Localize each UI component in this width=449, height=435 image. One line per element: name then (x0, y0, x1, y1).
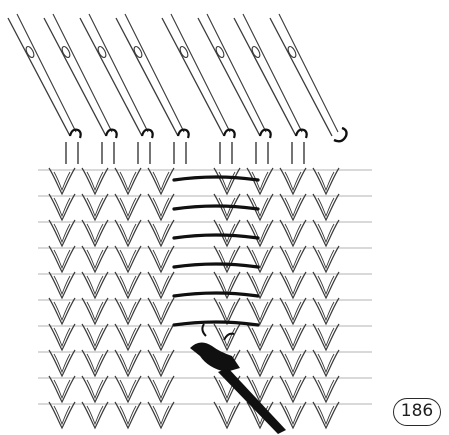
stitch-loop (49, 220, 75, 246)
stitch-loop (82, 168, 108, 194)
stitch-loop (313, 168, 339, 194)
stitch-loop (148, 168, 174, 194)
stitch-loop (82, 402, 108, 428)
stitch-loop (82, 246, 108, 272)
needle (270, 14, 347, 141)
stitch-loop (280, 246, 306, 272)
stitch-loop (148, 246, 174, 272)
stitch-loop (148, 194, 174, 220)
needle (162, 14, 235, 164)
stitch-loop (115, 246, 141, 272)
stitch-loop (148, 350, 174, 376)
stitch-loop (214, 298, 240, 324)
stitch-loop (115, 402, 141, 428)
stitch-loop (280, 402, 306, 428)
stitch-loop (115, 272, 141, 298)
ladder-bar (174, 293, 258, 296)
stitch-loop (148, 324, 174, 350)
stitch-loop (148, 220, 174, 246)
stitch-loop (148, 376, 174, 402)
stitch-loop (148, 298, 174, 324)
stitch-loop (49, 376, 75, 402)
stitch-loop (313, 272, 339, 298)
ladder-bar (174, 235, 258, 238)
stitch-loop (313, 350, 339, 376)
stitch-loop (313, 194, 339, 220)
figure-number-label: 186 (393, 398, 441, 426)
ladder-bar (174, 206, 258, 209)
stitch-loop (49, 272, 75, 298)
dropped-stitch-ladder (174, 177, 258, 325)
stitch-loop (115, 194, 141, 220)
stitch-loop (115, 350, 141, 376)
stitch-loop (214, 220, 240, 246)
stitch-loop (214, 402, 240, 428)
stitch-loop (49, 350, 75, 376)
tool-hook (190, 342, 240, 372)
stitch-loop (313, 324, 339, 350)
stitch-loop (280, 194, 306, 220)
stitch-loop (280, 376, 306, 402)
stitch-loop (115, 168, 141, 194)
stitch-loop (82, 272, 108, 298)
stitch-loop (115, 376, 141, 402)
stitch-loop (280, 350, 306, 376)
needle (8, 14, 81, 164)
stitch-loop (214, 246, 240, 272)
stitch-loop (115, 298, 141, 324)
ladder-bar (174, 177, 258, 180)
stitch-loop (247, 298, 273, 324)
stitch-loop (148, 402, 174, 428)
ladder-bar (174, 322, 258, 325)
stitch-loop (49, 246, 75, 272)
stitch-loop (313, 220, 339, 246)
stitch-loop (214, 168, 240, 194)
stitch-loop (313, 246, 339, 272)
stitch-loop (82, 298, 108, 324)
stitch-loop (280, 272, 306, 298)
stitch-loop (49, 194, 75, 220)
ladder-bar (174, 264, 258, 267)
stitch-loop (280, 220, 306, 246)
stitch-loop (82, 350, 108, 376)
stitch-loop (247, 350, 273, 376)
stitch-loop (280, 324, 306, 350)
stitch-loop (49, 324, 75, 350)
stitch-loop (280, 298, 306, 324)
stitch-loop (82, 376, 108, 402)
stitch-loop (247, 324, 273, 350)
stitch-loop (115, 324, 141, 350)
knitting-machine-needles (8, 14, 347, 164)
stitch-loop (82, 194, 108, 220)
stitch-loop (82, 324, 108, 350)
stitch-loop (115, 220, 141, 246)
stitch-loop (49, 402, 75, 428)
stitch-loop (49, 298, 75, 324)
stitch-loop (247, 168, 273, 194)
stitch-loop (313, 376, 339, 402)
stitch-loop (247, 246, 273, 272)
stitch-loop (313, 298, 339, 324)
stitch-loop (82, 220, 108, 246)
stitch-loop (313, 402, 339, 428)
stitch-loop (247, 220, 273, 246)
stitch-loop (148, 272, 174, 298)
stitch-loop (280, 168, 306, 194)
stitch-loop (49, 168, 75, 194)
